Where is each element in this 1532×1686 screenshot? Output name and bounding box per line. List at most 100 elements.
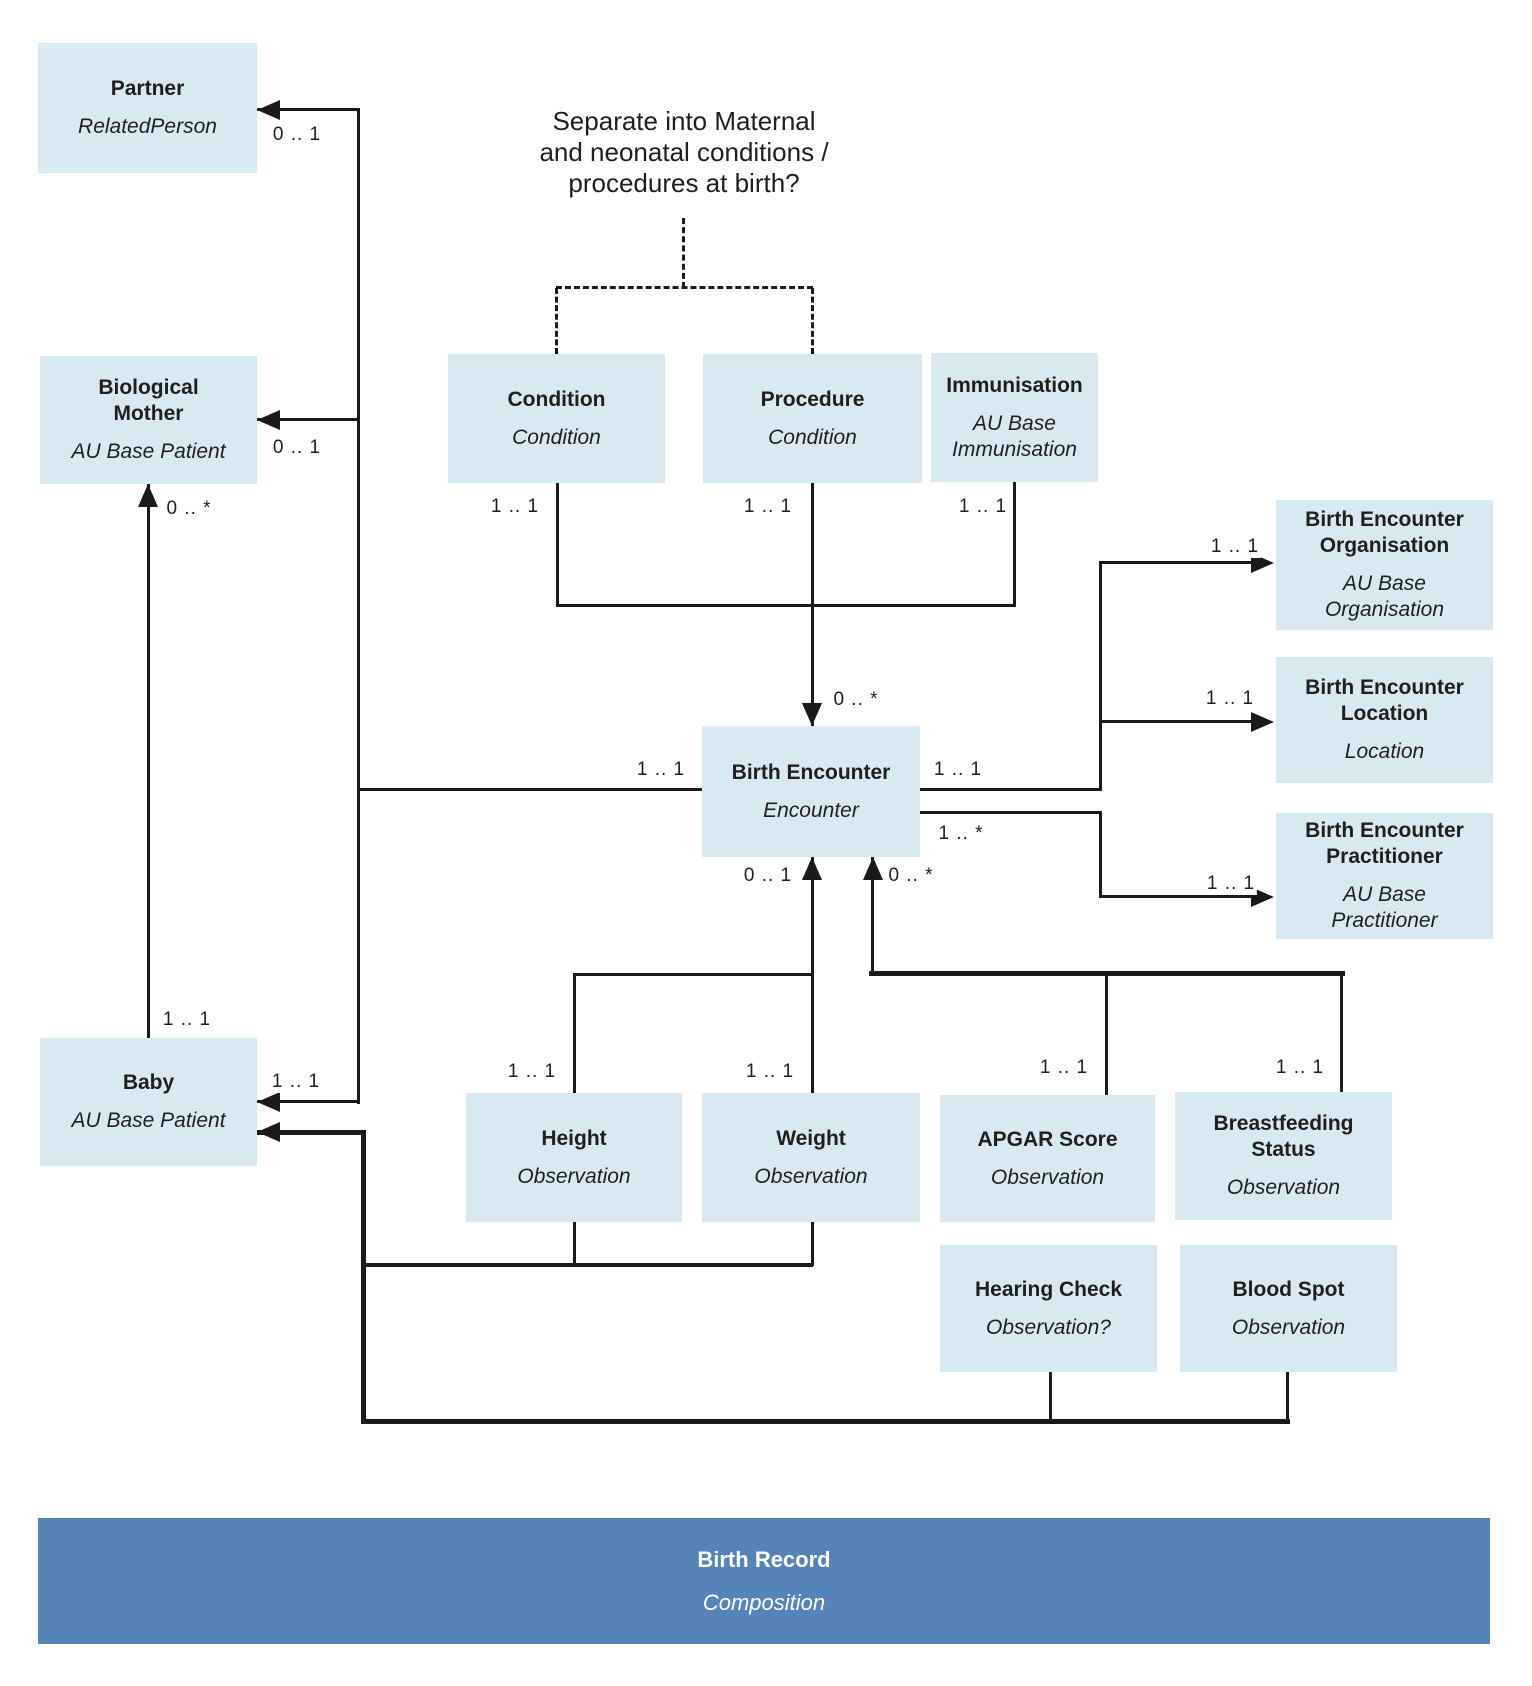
- weight-top-line: [811, 975, 814, 1093]
- annotation-stem-dashed-line: [682, 218, 685, 288]
- arrowhead-into-mother-bottom: [138, 484, 158, 507]
- box-breastfeeding-status-title: Breastfeeding Status: [1213, 1112, 1354, 1161]
- box-blood-spot-title: Blood Spot: [1232, 1277, 1345, 1301]
- box-birth-encounter-practitioner: Birth Encounter Practitioner AU Base Prac…: [1276, 813, 1493, 939]
- height-bottom-line: [573, 1222, 576, 1266]
- partner-ref-line: [257, 108, 360, 111]
- location-arrow-line: [1099, 720, 1254, 723]
- box-apgar-score-title: APGAR Score: [977, 1127, 1118, 1151]
- box-procedure-title: Procedure: [760, 387, 865, 411]
- baby-ref-line-1: [257, 1100, 360, 1103]
- apgar-top-line: [1105, 973, 1108, 1095]
- cardinality-procedure-encounter: 1 .. 1: [741, 496, 795, 518]
- annotation-left-dashed-line: [555, 288, 558, 354]
- cardinality-encounter-mother: 0 .. 1: [270, 437, 324, 459]
- box-birth-record-title: Birth Record: [697, 1546, 831, 1572]
- cardinality-encounter-top: 0 .. *: [831, 689, 881, 711]
- arrowhead-into-baby-2: [257, 1122, 280, 1142]
- cardinality-encounter-right-2: 1 .. *: [936, 823, 986, 845]
- box-birth-encounter-organisation-subtitle: AU Base Organisation: [1324, 572, 1445, 621]
- box-weight-title: Weight: [776, 1126, 846, 1150]
- box-birth-encounter-practitioner-subtitle: AU Base Practitioner: [1331, 883, 1438, 932]
- arrowhead-into-encounter-bottom-1: [802, 857, 822, 880]
- annotation-text: Separate into Maternal and neonatal cond…: [539, 106, 829, 198]
- encounter-right-line-1: [920, 788, 1101, 791]
- baby-observations-vertical-line: [361, 1130, 366, 1424]
- box-partner-subtitle: RelatedPerson: [78, 115, 217, 138]
- arrowhead-into-partner: [257, 100, 280, 120]
- box-birth-encounter-location-subtitle: Location: [1344, 740, 1425, 763]
- box-immunisation: Immunisation AU Base Immunisation: [931, 353, 1098, 482]
- box-birth-encounter-subtitle: Encounter: [763, 798, 859, 822]
- right-branch-vertical-line: [1099, 562, 1102, 791]
- cardinality-apgar-ref: 1 .. 1: [1037, 1057, 1091, 1079]
- cardinality-organisation-ref: 1 .. 1: [1208, 536, 1262, 558]
- cardinality-encounter-left: 1 .. 1: [634, 759, 688, 781]
- box-immunisation-title: Immunisation: [946, 373, 1083, 397]
- arrowhead-into-organisation: [1251, 553, 1274, 573]
- encounter-right-line-2: [920, 811, 1101, 814]
- annotation-right-dashed-line: [811, 288, 814, 354]
- practitioner-arrow-line: [1099, 895, 1254, 898]
- cardinality-obs-height-weight: 0 .. 1: [741, 865, 795, 887]
- annotation-branch-dashed-line: [556, 286, 813, 289]
- box-blood-spot-subtitle: Observation: [1231, 1315, 1346, 1339]
- box-height-subtitle: Observation: [517, 1164, 631, 1188]
- cardinality-encounter-baby: 1 .. 1: [269, 1071, 323, 1093]
- cardinality-condition-encounter: 1 .. 1: [488, 496, 542, 518]
- arrowhead-into-encounter-top: [802, 703, 822, 726]
- box-procedure-subtitle: Condition: [768, 425, 857, 449]
- box-condition-subtitle: Condition: [512, 425, 601, 449]
- box-birth-encounter-practitioner-title: Birth Encounter Practitioner: [1305, 819, 1464, 868]
- cardinality-encounter-partner: 0 .. 1: [270, 124, 324, 146]
- cardinality-baby-mother-bottom: 1 .. 1: [160, 1009, 214, 1031]
- mother-ref-line: [257, 418, 360, 421]
- practitioner-branch-vertical-line: [1099, 811, 1102, 898]
- arrowhead-into-location: [1251, 712, 1274, 732]
- cardinality-location-ref: 1 .. 1: [1203, 688, 1257, 710]
- box-biological-mother-subtitle: AU Base Patient: [71, 440, 226, 463]
- box-partner-title: Partner: [110, 77, 185, 100]
- cardinality-breastfeeding-ref: 1 .. 1: [1273, 1057, 1327, 1079]
- cardinality-immunisation-encounter: 1 .. 1: [956, 496, 1010, 518]
- organisation-arrow-line: [1099, 561, 1254, 564]
- height-top-line: [573, 973, 576, 1093]
- box-birth-encounter-title: Birth Encounter: [731, 760, 891, 784]
- box-baby-subtitle: AU Base Patient: [71, 1109, 226, 1132]
- cardinality-encounter-right-1: 1 .. 1: [931, 759, 985, 781]
- box-birth-encounter-location-title: Birth Encounter Location: [1305, 676, 1464, 725]
- box-weight-subtitle: Observation: [754, 1164, 868, 1188]
- box-biological-mother: Biological Mother AU Base Patient: [40, 356, 257, 484]
- cardinality-practitioner-ref: 1 .. 1: [1204, 873, 1258, 895]
- cardinality-height-ref: 1 .. 1: [505, 1061, 559, 1083]
- box-hearing-check-subtitle: Observation?: [986, 1315, 1111, 1339]
- cardinality-obs-apgar-breastfeeding: 0 .. *: [886, 865, 936, 887]
- box-breastfeeding-status-subtitle: Observation: [1226, 1176, 1341, 1199]
- arrowhead-into-mother: [257, 410, 280, 430]
- box-biological-mother-title: Biological Mother: [98, 376, 199, 425]
- baby-observations-collector-1: [362, 1263, 813, 1267]
- cardinality-baby-mother-top: 0 .. *: [164, 498, 214, 520]
- box-immunisation-subtitle: AU Base Immunisation: [952, 411, 1077, 461]
- height-weight-parent-line: [811, 857, 814, 977]
- baby-ref-line-2: [257, 1130, 365, 1135]
- hearing-check-down-line: [1049, 1372, 1052, 1422]
- arrowhead-into-baby-1: [257, 1092, 280, 1112]
- breastfeeding-top-line: [1340, 973, 1343, 1092]
- cardinality-weight-ref: 1 .. 1: [743, 1061, 797, 1083]
- weight-bottom-line: [811, 1222, 814, 1266]
